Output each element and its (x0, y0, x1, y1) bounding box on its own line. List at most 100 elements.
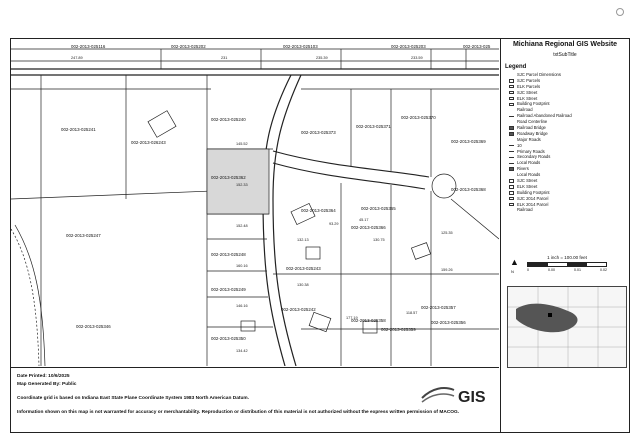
legend-item: SJC 2014 Parcel (509, 196, 629, 202)
legend-heading: Legend (505, 64, 527, 70)
legend-item-label: Railroad (517, 107, 533, 113)
map-dim: 125.35 (441, 231, 453, 235)
parcel-label: 002-2013-025240 (211, 117, 246, 122)
gis-logo: GIS (421, 387, 486, 406)
legend-swatch-icon (509, 167, 514, 171)
legend-swatch-icon (509, 156, 514, 158)
legend-item-label: SJC Parcel Dimensions (517, 72, 561, 77)
legend-item-label: SJC Parcels (517, 77, 541, 83)
legend-swatch-icon (509, 115, 514, 117)
scale-label: 0.02 (600, 268, 607, 272)
legend-item: Rivers (509, 166, 629, 172)
map-label: 002-2013-025116 (71, 44, 106, 49)
parcel-label: 002-2013-025350 (211, 336, 246, 341)
parcel-label: 002-2013-025359 (381, 327, 416, 332)
map-dim: 247.89 (71, 56, 83, 60)
legend-item-label: ELK Parcels (517, 83, 541, 89)
parcel-label: 002-2013-025249 (211, 287, 246, 292)
map-dim: 93.29 (329, 222, 339, 226)
map-dim: 118.57 (406, 311, 417, 315)
legend-item-label: ELK 2014 Parcel (517, 201, 549, 207)
legend-swatch-icon (509, 79, 514, 83)
legend-item-label: Railroad (517, 207, 533, 213)
legend-item-label: Rivers (517, 166, 529, 172)
legend-swatch-icon (509, 96, 514, 101)
legend-swatch-icon (509, 102, 514, 107)
inset-region (516, 303, 578, 333)
legend-swatch-icon (509, 120, 514, 124)
legend-item-label: Railroad Bridge (517, 125, 546, 131)
parcel-label: 002-2013-025346 (76, 324, 111, 329)
legend-item: ELK Street (509, 96, 629, 102)
map-title: Michiana Regional GIS Website (512, 41, 618, 48)
parcel-label: 002-2013-025242 (281, 307, 316, 312)
scale-title: 1 inch = 100.00 feet (547, 255, 587, 260)
map-dim: 130.38 (297, 283, 309, 287)
map-dim: 159.26 (441, 268, 453, 272)
disclaimer: Information shown on this map is not war… (17, 410, 460, 415)
legend-item: SJC Street (509, 178, 629, 184)
scale-label: 0 (527, 268, 529, 272)
map-view[interactable]: 002-2013-025116 002-2013-025202 002-2013… (11, 39, 499, 366)
map-dim: 132.13 (297, 238, 309, 242)
parcel-label: 002-2013-025357 (421, 305, 456, 310)
legend-item-label: Major Roads (517, 136, 541, 142)
legend-swatch-icon (509, 185, 514, 189)
legend-swatch-icon (509, 202, 514, 207)
legend-swatch-icon (509, 191, 514, 195)
legend-item-label: Roadway Bridge (517, 130, 548, 136)
map-dim: 233.59 (411, 56, 423, 60)
legend-item-label: SJC Street (517, 89, 538, 95)
logo-text: GIS (458, 389, 486, 406)
parcel-label: 002-2013-025365 (361, 206, 396, 211)
parcel-label: 002-2013-025362 (211, 175, 246, 180)
legend-item: Local Roads (509, 160, 629, 166)
legend-item-label: SJC 2014 Parcel (517, 195, 549, 201)
legend-swatch-icon (509, 151, 514, 153)
map-dim: 235.39 (316, 56, 328, 60)
parcel-label: 002-2013-025243 (286, 266, 321, 271)
legend-swatch-icon (509, 126, 514, 130)
map-label: 002-2013-025202 (171, 44, 206, 49)
map-dim: 130.75 (373, 238, 385, 242)
map-dim: 152.33 (236, 183, 248, 187)
legend-item-label: Building Footprint (517, 101, 550, 107)
legend-item: Road Centerline (509, 119, 629, 125)
legend-item: Railroad Bridge (509, 125, 629, 131)
parcel-label: 002-2013-025370 (401, 115, 436, 120)
parcel-label: 002-2013-025368 (451, 187, 486, 192)
map-label: 002-2013-025103 (283, 44, 318, 49)
legend-item: Railroad (509, 207, 629, 213)
highlighted-parcel[interactable] (206, 148, 270, 215)
legend-item: Railroad (509, 107, 629, 113)
map-footer: Date Printed: 10/6/2025 Map Generated By… (11, 367, 499, 433)
parcel-label: 002-2013-026243 (131, 140, 166, 145)
legend-item: SJC Street (509, 90, 629, 96)
map-dim: 177.19 (346, 316, 358, 320)
legend-item: 10 (509, 143, 629, 149)
legend-item: ELK Street (509, 184, 629, 190)
coordinate-note: Coordinate grid is based on Indiana East… (17, 396, 249, 401)
parcel-label: 002-2013-025364 (301, 208, 336, 213)
map-label: 002-2013-025 (463, 44, 491, 49)
legend-swatch-icon (509, 162, 514, 164)
legend-item-label: 10 (517, 142, 522, 148)
overview-inset-map[interactable] (507, 286, 627, 368)
legend-item-label: ELK Street (517, 95, 538, 101)
map-dim: 231 (221, 56, 227, 60)
map-dim: 145.52 (236, 142, 248, 146)
legend-swatch-icon (509, 138, 514, 142)
legend-swatch-icon (509, 196, 514, 201)
legend-swatch-icon (509, 132, 514, 136)
legend-panel: Michiana Regional GIS Website txtSubTitl… (500, 39, 629, 432)
legend-item-label: Primary Roads (517, 148, 545, 154)
map-dim: 134.42 (236, 349, 248, 353)
legend-swatch-icon (509, 145, 514, 147)
parcel-label: 002-2013-025366 (351, 225, 386, 230)
legend-swatch-icon (509, 73, 514, 77)
parcel-label: 002-2013-025371 (356, 124, 391, 129)
parcel-label: 002-2013-025248 (211, 252, 246, 257)
legend-item: Primary Roads (509, 149, 629, 155)
legend-swatch-icon (509, 109, 514, 113)
